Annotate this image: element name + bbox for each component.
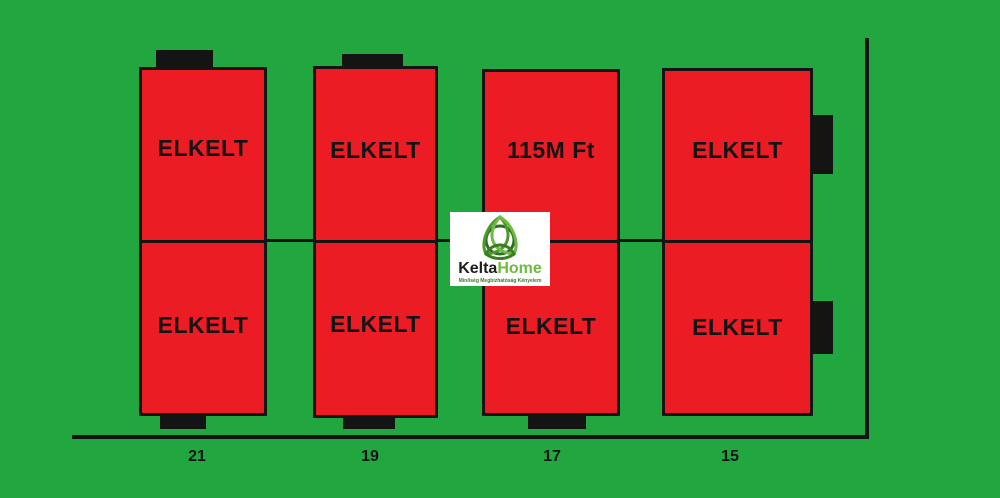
entrance-block-top-21 <box>156 50 213 69</box>
house-number-21: 21 <box>188 448 206 465</box>
unit-19-upper[interactable]: ELKELT <box>313 66 438 244</box>
unit-15-upper[interactable]: ELKELT <box>662 68 813 244</box>
unit-21-lower-label: ELKELT <box>157 312 249 338</box>
celtic-triquetra-icon <box>482 215 518 260</box>
house-number-19: 19 <box>361 448 379 465</box>
unit-19-lower[interactable]: ELKELT <box>313 240 438 418</box>
side-block-upper-15 <box>809 115 833 174</box>
logo-tagline: Minőség Megbízhatóság Kényelem <box>458 278 542 284</box>
unit-15-lower[interactable]: ELKELT <box>662 240 813 416</box>
unit-21-upper-label: ELKELT <box>157 135 249 161</box>
unit-17-upper-label: 115M Ft <box>507 137 595 163</box>
unit-19-upper-label: ELKELT <box>330 137 421 163</box>
unit-15-lower-label: ELKELT <box>692 314 783 340</box>
unit-15-upper-label: ELKELT <box>692 137 783 163</box>
unit-19-lower-label: ELKELT <box>330 311 421 337</box>
entrance-block-bottom-17 <box>528 412 586 429</box>
house-number-15: 15 <box>721 448 739 465</box>
entrance-block-top-19 <box>342 54 403 69</box>
street-line <box>72 435 869 439</box>
connector-line-21-19 <box>265 239 315 242</box>
logo-wordmark: KeltaHome <box>450 261 550 277</box>
connector-line-17-15 <box>618 239 664 242</box>
unit-17-lower-label: ELKELT <box>505 313 597 339</box>
logo-brand-part2: Home <box>497 260 542 277</box>
entrance-block-bottom-21 <box>160 412 206 429</box>
boundary-line <box>865 38 869 439</box>
keltahome-logo: KeltaHome Minőség Megbízhatóság Kényelem <box>450 212 550 286</box>
house-number-17: 17 <box>543 448 561 465</box>
unit-21-lower[interactable]: ELKELT <box>139 240 267 416</box>
unit-21-upper[interactable]: ELKELT <box>139 67 267 244</box>
logo-brand-part1: Kelta <box>458 260 498 277</box>
side-block-lower-15 <box>809 301 833 354</box>
